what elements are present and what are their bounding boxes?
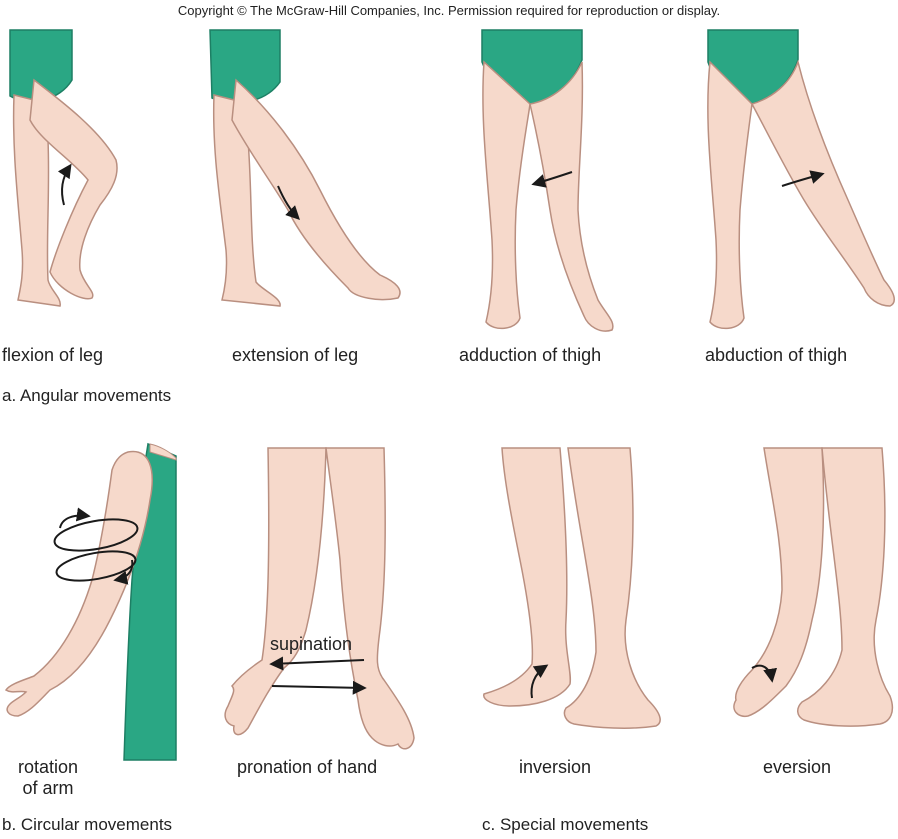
bent-leg [29, 78, 118, 300]
right-forearm [325, 447, 415, 750]
left-lower-leg [733, 447, 825, 718]
left-leg [482, 60, 531, 330]
left-lower-leg [483, 447, 572, 707]
label-adduction-of-thigh: adduction of thigh [459, 345, 602, 365]
annotation-supination: supination [270, 634, 353, 654]
section-c-title: c. Special movements [482, 815, 649, 834]
rotation-of-arm-figure [4, 442, 177, 761]
abducted-leg [750, 59, 895, 307]
inversion-figure [483, 447, 661, 729]
label-extension-of-leg: extension of leg [232, 345, 359, 365]
extension-of-leg-figure [209, 29, 401, 307]
label-abduction-of-thigh: abduction of thigh [705, 345, 848, 365]
extended-leg [231, 78, 401, 301]
right-leg [529, 61, 614, 332]
abduction-of-thigh-figure [707, 29, 895, 330]
label-rotation-line2: of arm [22, 778, 74, 798]
section-a-title: a. Angular movements [2, 386, 172, 405]
label-inversion: inversion [519, 757, 592, 777]
label-eversion: eversion [763, 757, 832, 777]
label-flexion-of-leg: flexion of leg [2, 345, 104, 365]
adduction-of-thigh-figure [481, 29, 614, 332]
copyright-notice: Copyright © The McGraw-Hill Companies, I… [177, 3, 721, 18]
right-lower-leg [563, 447, 661, 729]
arm [4, 450, 153, 717]
left-leg [707, 60, 753, 330]
pronation-of-hand-figure [224, 447, 415, 750]
label-pronation-of-hand: pronation of hand [237, 757, 378, 777]
eversion-figure [733, 447, 894, 727]
torso-skin [149, 443, 177, 461]
left-forearm [224, 447, 327, 736]
section-b-title: b. Circular movements [2, 815, 173, 834]
label-rotation-line1: rotation [17, 757, 79, 777]
flexion-of-leg-figure [9, 29, 118, 307]
right-lower-leg [797, 447, 894, 727]
